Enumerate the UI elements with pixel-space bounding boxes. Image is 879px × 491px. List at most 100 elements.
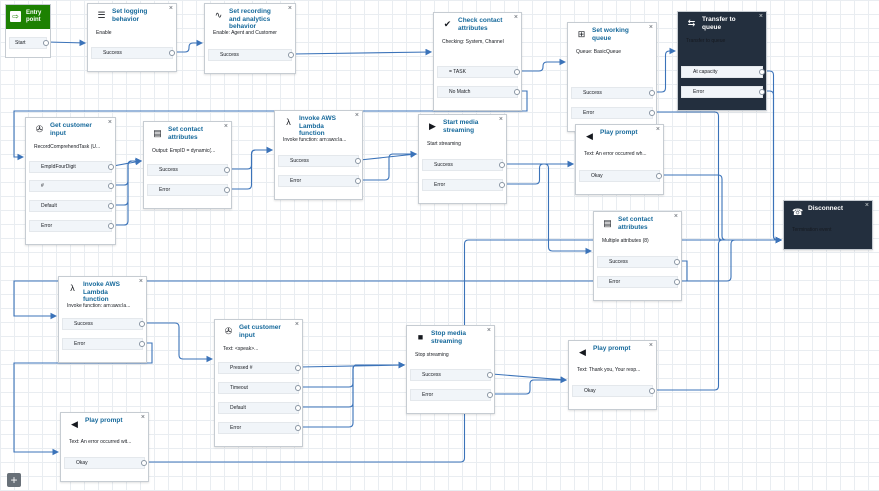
block-recording[interactable]: ∿Set recording and analytics behavior×En… xyxy=(204,3,296,74)
output-port[interactable] xyxy=(499,182,505,188)
block-get-input-1[interactable]: ✇Get customer input×RecordComprehendTask… xyxy=(25,117,116,245)
connector-line xyxy=(113,157,143,226)
block-header: ☎Disconnect× xyxy=(784,201,872,225)
close-icon[interactable]: × xyxy=(655,126,660,133)
block-set-attrs-2[interactable]: ▤Set contact attributes×Multiple attribu… xyxy=(593,211,682,301)
close-icon[interactable]: × xyxy=(648,24,653,31)
connector-line xyxy=(519,58,567,72)
output-port[interactable] xyxy=(108,223,114,229)
close-icon[interactable]: × xyxy=(168,5,173,12)
block-disconnect[interactable]: ☎Disconnect×Termination event xyxy=(783,200,873,250)
close-icon[interactable]: × xyxy=(498,116,503,123)
speaker-icon: ◀ xyxy=(71,419,78,429)
output-port[interactable] xyxy=(649,110,655,116)
close-icon[interactable]: × xyxy=(223,123,228,130)
output-port[interactable] xyxy=(139,321,145,327)
block-title: Invoke AWS Lambda function xyxy=(83,281,120,303)
output-port[interactable] xyxy=(514,89,520,95)
close-icon[interactable]: × xyxy=(673,213,678,220)
block-title: Get customer input xyxy=(239,324,281,339)
branch-label: Error xyxy=(422,392,434,398)
waveform-icon: ∿ xyxy=(214,10,223,20)
output-port[interactable] xyxy=(169,50,175,56)
close-icon[interactable]: × xyxy=(138,278,143,285)
close-icon[interactable]: × xyxy=(513,14,518,21)
output-port[interactable] xyxy=(656,173,662,179)
close-icon[interactable]: × xyxy=(758,13,763,20)
connector-line xyxy=(299,361,406,369)
close-icon[interactable]: × xyxy=(287,5,292,12)
output-port[interactable] xyxy=(288,52,294,58)
branch-label: Error xyxy=(74,341,86,347)
output-port[interactable] xyxy=(499,162,505,168)
close-icon[interactable]: × xyxy=(864,202,869,209)
output-port[interactable] xyxy=(295,425,301,431)
block-check-attrs[interactable]: ✔Check contact attributes×Checking: Syst… xyxy=(433,12,522,111)
contact-card-icon: ▤ xyxy=(603,218,612,228)
block-play-1[interactable]: ◀Play prompt×Text: An error occurred wh.… xyxy=(575,124,664,195)
output-port[interactable] xyxy=(295,365,301,371)
close-icon[interactable]: × xyxy=(140,414,145,421)
connector-line xyxy=(144,322,214,363)
output-port[interactable] xyxy=(355,158,361,164)
close-icon[interactable]: × xyxy=(648,342,653,349)
block-header: ⇨Entry point xyxy=(6,5,50,29)
output-port[interactable] xyxy=(108,183,114,189)
output-port[interactable] xyxy=(224,167,230,173)
block-set-attrs-1[interactable]: ▤Set contact attributes×Output: EmpID = … xyxy=(143,121,232,209)
block-header: ✇Get customer input× xyxy=(26,118,115,142)
branch-label: Error xyxy=(693,89,705,95)
zoom-in-button[interactable]: + xyxy=(7,473,21,487)
output-port[interactable] xyxy=(139,341,145,347)
lambda-icon: λ xyxy=(70,283,75,293)
close-icon[interactable]: × xyxy=(354,112,359,119)
block-header: ■Stop media streaming× xyxy=(407,326,494,350)
block-play-2[interactable]: ◀Play prompt×Text: Thank you, Your resp.… xyxy=(568,340,657,410)
branch-label: Default xyxy=(41,203,57,209)
output-port[interactable] xyxy=(141,460,147,466)
output-port[interactable] xyxy=(224,187,230,193)
output-port[interactable] xyxy=(295,385,301,391)
input-people-icon: ✇ xyxy=(224,326,233,336)
output-port[interactable] xyxy=(295,405,301,411)
block-get-input-2[interactable]: ✇Get customer input×Text: <speak>...Pres… xyxy=(214,319,303,447)
output-port[interactable] xyxy=(514,69,520,75)
branch-label: Error xyxy=(583,110,595,116)
output-port[interactable] xyxy=(674,279,680,285)
output-port[interactable] xyxy=(108,164,114,170)
log-icon: ☰ xyxy=(97,10,106,20)
close-icon[interactable]: × xyxy=(486,327,491,334)
output-port[interactable] xyxy=(355,178,361,184)
close-icon[interactable]: × xyxy=(107,119,112,126)
branch-label: Pressed # xyxy=(230,365,253,371)
output-port[interactable] xyxy=(487,372,493,378)
branch-error: Error xyxy=(597,276,680,288)
check-people-icon: ✔ xyxy=(443,19,452,29)
output-port[interactable] xyxy=(759,89,765,95)
output-port[interactable] xyxy=(674,259,680,265)
output-port[interactable] xyxy=(487,392,493,398)
branch-label: Error xyxy=(41,223,53,229)
close-icon[interactable]: × xyxy=(294,321,299,328)
output-port[interactable] xyxy=(759,69,765,75)
block-description: Enable: Agent and Customer xyxy=(213,30,277,36)
input-people-icon: ✇ xyxy=(35,124,44,134)
branch-success: Success xyxy=(208,49,294,61)
output-port[interactable] xyxy=(649,90,655,96)
output-port[interactable] xyxy=(108,203,114,209)
block-title: Entry point xyxy=(26,10,42,23)
block-description: Transfer to queue xyxy=(686,38,726,44)
output-port[interactable] xyxy=(649,388,655,394)
output-port[interactable] xyxy=(43,40,49,46)
block-play-3[interactable]: ◀Play prompt×Text: An error occurred wit… xyxy=(60,412,149,482)
branch-label: Okay xyxy=(591,173,603,179)
branch-label: Okay xyxy=(76,460,88,466)
